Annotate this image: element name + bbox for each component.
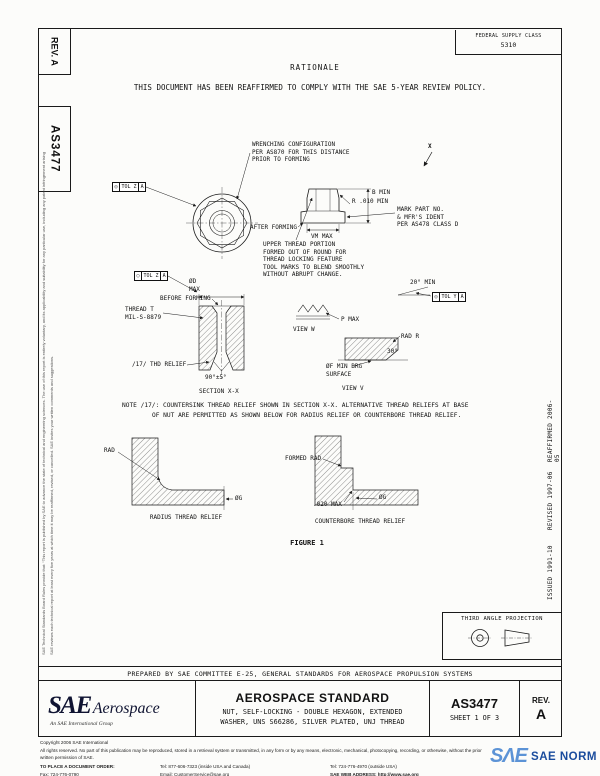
fsc-value: 5310 [500, 40, 517, 49]
sae-logo-text: SAE [48, 691, 92, 719]
title-block: SAE Aerospace An SAE International Group… [38, 681, 562, 737]
gdt-symbol-icon: ○ [136, 273, 140, 279]
caption-radius-thread-relief: RADIUS THREAD RELIEF [149, 514, 223, 521]
engineering-drawing [117, 151, 433, 510]
callout-vm-max: VM MAX [311, 233, 333, 240]
callout-thd-relief: /17/ THD RELIEF [132, 361, 187, 368]
rev-sidebar-box: REV. A [38, 28, 71, 75]
callout-b-min: B MIN [372, 189, 391, 196]
copyright-block: Copyright 2006 SAE International All rig… [40, 740, 488, 776]
federal-supply-class-box: FEDERAL SUPPLY CLASS 5310 [455, 29, 561, 55]
fax-number: Fax: 724-776-0790 [40, 771, 79, 776]
web-address: SAE WEB ADDRESS: http://www.sae.org [330, 771, 419, 776]
sheet-border-frame [38, 28, 562, 737]
callout-upper-thread-portion: UPPER THREAD PORTION FORMED OUT OF ROUND… [263, 241, 365, 278]
sae-norm-text: SAE NORM [531, 750, 598, 763]
left-margin-disclaimer-1: SAE Technical Standards Board Rules prov… [41, 152, 49, 655]
callout-f-min-brg: ØF MIN BRG SURFACE [326, 363, 363, 378]
sae-logo-tagline: An SAE International Group [50, 720, 113, 727]
document-number-cell: AS3477 SHEET 1 OF 3 [430, 681, 520, 737]
callout-og-left: ØG [235, 495, 243, 502]
callout-rad-r: RAD R [401, 333, 420, 340]
copyright-line: Copyright 2006 SAE International [40, 740, 109, 745]
callout-wrenching-configuration: WRENCHING CONFIGURATION PER AS870 FOR TH… [252, 141, 350, 163]
callout-before-forming: BEFORE FORMING [160, 295, 211, 302]
order-label: TO PLACE A DOCUMENT ORDER: [40, 763, 115, 769]
callout-020-max: .020 MAX [313, 501, 342, 508]
caption-counterbore-thread-relief: COUNTERBORE THREAD RELIEF [314, 518, 406, 525]
gdt-symbol-icon: ◎ [434, 294, 438, 300]
label-view-v: VIEW V [342, 385, 364, 392]
callout-rad: RAD [104, 447, 115, 454]
sheet-number: SHEET 1 OF 3 [449, 714, 500, 722]
callout-r-010-min: R .010 MIN [352, 198, 389, 205]
callout-og-right: ØG [379, 494, 387, 501]
rev-label: REV. [532, 696, 550, 705]
doc-number-sidebar-label: AS3477 [48, 125, 61, 173]
rights-statement: All rights reserved. No part of this pub… [40, 747, 482, 760]
callout-thread-t: THREAD T MIL-S-8879 [125, 306, 162, 321]
rationale-title: RATIONALE [290, 63, 340, 72]
doc-number-sidebar-box: AS3477 [38, 106, 71, 192]
document-title-line-2: WASHER, UNS S66286, SILVER PLATED, UNJ T… [220, 717, 405, 726]
standard-type: AEROSPACE STANDARD [235, 691, 390, 706]
prepared-by-bar: PREPARED BY SAE COMMITTEE E-25, GENERAL … [38, 666, 562, 681]
label-section-x-x: SECTION X-X [199, 388, 239, 395]
figure-label: FIGURE 1 [290, 539, 324, 547]
rev-value: A [535, 706, 547, 722]
margin-revised-date: REVISED 1997-06 [547, 471, 554, 530]
fsc-label: FEDERAL SUPPLY CLASS [475, 32, 542, 39]
note-line-1: NOTE /17/: COUNTERSINK THREAD RELIEF SHO… [122, 402, 469, 409]
callout-mark-part: MARK PART NO. & MFR'S IDENT PER AS478 CL… [397, 206, 459, 228]
revision-cell: REV. A [520, 681, 562, 737]
callout-p-max: P MAX [341, 316, 360, 323]
email-address: Email: CustomerService@sae.org [160, 771, 230, 776]
tel-outside: Tel: 724-776-4970 (outside USA) [330, 763, 397, 769]
note-line-2: OF NUT ARE PERMITTED AS SHOWN BELOW FOR … [152, 412, 462, 419]
callout-angle-30: 30° [387, 348, 398, 355]
aerospace-logo-text: Aerospace [92, 699, 160, 717]
document-title-line-1: NUT, SELF-LOCKING - DOUBLE HEXAGON, EXTE… [222, 708, 403, 717]
tel-inside: Tel: 877-606-7323 (inside USA and Canada… [160, 763, 251, 769]
callout-angle-20-min: 20° MIN [410, 279, 436, 286]
callout-angle-90: 90°±5° [205, 374, 227, 381]
callout-formed-rad: FORMED RAD [285, 455, 322, 462]
projection-label: THIRD ANGLE PROJECTION [461, 616, 543, 622]
sae-norm-watermark: SΛE SAE NORM [490, 745, 597, 768]
rationale-body: THIS DOCUMENT HAS BEEN REAFFIRMED TO COM… [133, 83, 487, 92]
callout-after-forming: AFTER FORMING [250, 224, 297, 231]
third-angle-projection-icon [468, 629, 533, 647]
rev-sidebar-label: REV. A [49, 37, 60, 66]
gdt-symbol-icon: ◎ [114, 184, 118, 190]
margin-reaffirmed-date: REAFFIRMED 2006-05 [547, 399, 561, 462]
section-cut-x-label: X [428, 143, 432, 150]
standard-title-cell: AEROSPACE STANDARD NUT, SELF-LOCKING - D… [196, 681, 430, 737]
document-number: AS3477 [451, 696, 498, 711]
label-view-w: VIEW W [293, 326, 315, 333]
callout-d-max: ØD MAX [189, 278, 200, 293]
sae-logo: SAE Aerospace An SAE International Group [38, 681, 196, 737]
third-angle-projection-box: THIRD ANGLE PROJECTION [442, 612, 562, 660]
sae-norm-logo-icon: SΛE [490, 745, 528, 767]
margin-issued-date: ISSUED 1991-10 [547, 545, 554, 600]
